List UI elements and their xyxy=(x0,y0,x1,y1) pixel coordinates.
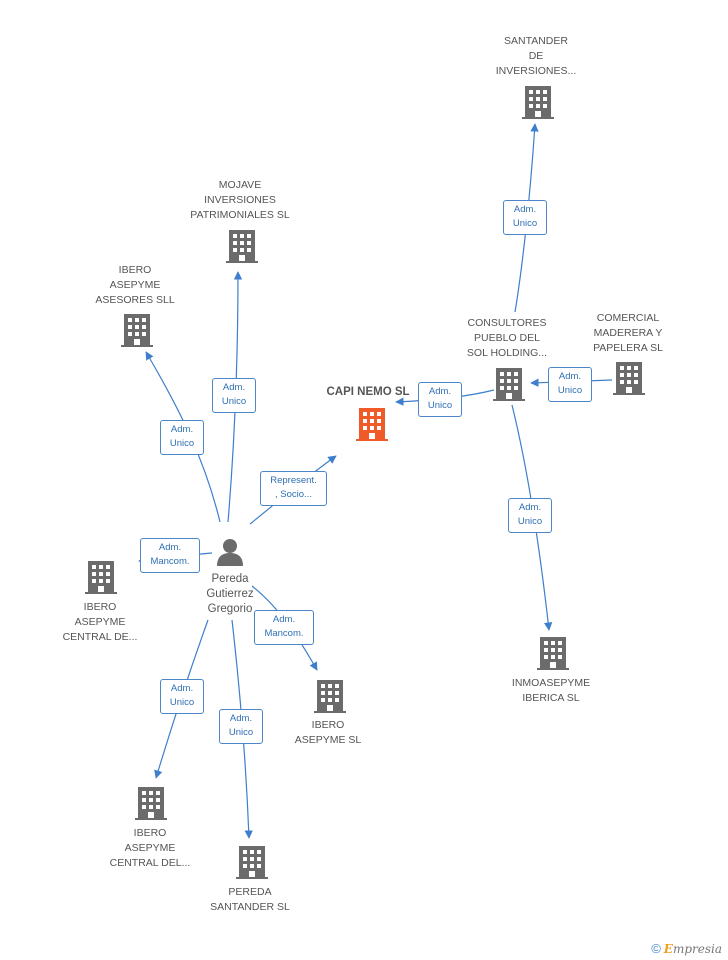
building-icon-inmoasepyme xyxy=(537,637,569,670)
edge-label-pereda-capi[interactable]: Represent. , Socio... xyxy=(260,471,327,506)
node-label-pereda-person[interactable]: Pereda Gutierrez Gregorio xyxy=(206,573,254,615)
node-label-ibero-asepyme-sl[interactable]: IBERO ASEPYME SL xyxy=(294,719,362,746)
node-label-inmoasepyme[interactable]: INMOASEPYME IBERICA SL xyxy=(511,677,591,704)
edge-label-pereda-pereda-santander[interactable]: Adm. Unico xyxy=(219,709,263,744)
node-label-santander-inversiones[interactable]: SANTANDER DE INVERSIONES... xyxy=(495,35,577,77)
edge-label-comercial-consultores[interactable]: Adm. Unico xyxy=(548,367,592,402)
person-icon xyxy=(217,539,243,566)
building-icon-ibero-central-del xyxy=(135,787,167,820)
nodes-icons xyxy=(85,86,645,879)
copyright-icon: © xyxy=(651,941,661,956)
empresia-logo-text: mpresia xyxy=(672,942,722,956)
edge-label-pereda-ibero-asepyme-sl[interactable]: Adm. Mancom. xyxy=(254,610,314,645)
edge-label-consultores-santander[interactable]: Adm. Unico xyxy=(503,200,547,235)
empresia-logo-initial: E xyxy=(663,942,673,956)
node-label-ibero-asesores[interactable]: IBERO ASEPYME ASESORES SLL xyxy=(95,264,175,306)
empresia-footer[interactable]: ©Empresia xyxy=(651,941,722,956)
node-label-mojave[interactable]: MOJAVE INVERSIONES PATRIMONIALES SL xyxy=(190,179,290,221)
building-icon-ibero-asesores xyxy=(121,314,153,347)
edge-label-pereda-ibero-central-de[interactable]: Adm. Mancom. xyxy=(140,538,200,573)
building-icon-mojave xyxy=(226,230,258,263)
building-icon-ibero-central-de xyxy=(85,561,117,594)
edge-label-consultores-inmoasepyme[interactable]: Adm. Unico xyxy=(508,498,552,533)
building-icon-ibero-asepyme-sl xyxy=(314,680,346,713)
building-icon-santander-inversiones xyxy=(522,86,554,119)
edge-label-pereda-ibero-central-del[interactable]: Adm. Unico xyxy=(160,679,204,714)
node-label-ibero-central-de[interactable]: IBERO ASEPYME CENTRAL DE... xyxy=(62,601,138,643)
node-label-ibero-central-del[interactable]: IBERO ASEPYME CENTRAL DEL... xyxy=(109,827,191,869)
building-icon-pereda-santander xyxy=(236,846,268,879)
edge-label-pereda-ibero-asesores[interactable]: Adm. Unico xyxy=(160,420,204,455)
node-label-capi-nemo[interactable]: CAPI NEMO SL xyxy=(326,386,410,398)
building-icon-consultores xyxy=(493,368,525,401)
node-label-consultores[interactable]: CONSULTORES PUEBLO DEL SOL HOLDING... xyxy=(466,317,548,359)
node-label-comercial[interactable]: COMERCIAL MADERERA Y PAPELERA SL xyxy=(593,312,663,354)
building-icon-capi-nemo xyxy=(356,408,388,441)
edge-label-pereda-mojave[interactable]: Adm. Unico xyxy=(212,378,256,413)
node-label-pereda-santander[interactable]: PEREDA SANTANDER SL xyxy=(210,886,290,913)
edge-label-consultores-capi[interactable]: Adm. Unico xyxy=(418,382,462,417)
building-icon-comercial xyxy=(613,362,645,395)
